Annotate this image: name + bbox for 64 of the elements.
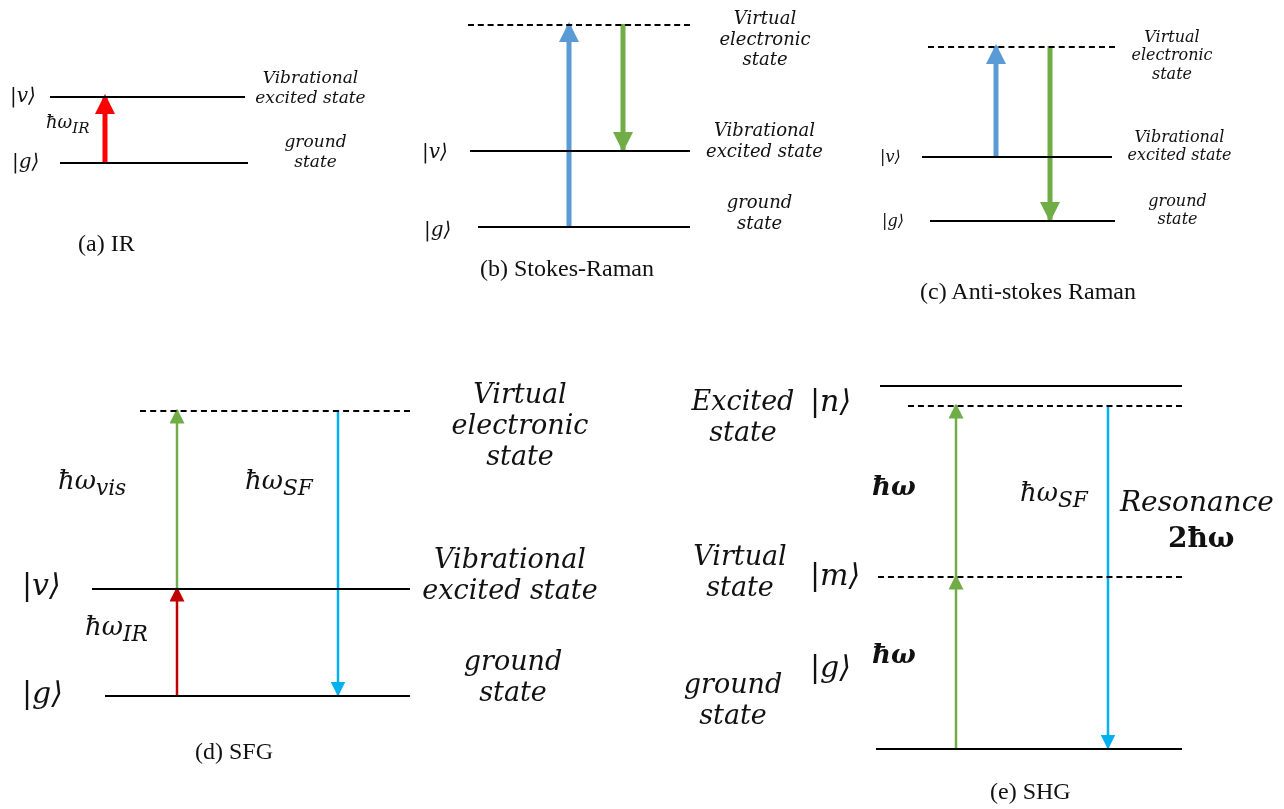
state-ket-label: |g⟩ [882, 212, 904, 231]
state-label: Virtual electronic state [718, 8, 812, 71]
energy-level-line [60, 162, 248, 164]
photon-energy-label: ħω$_{SF}$ [1020, 478, 1088, 514]
state-ket-label: |v⟩ [880, 148, 901, 167]
energy-level-line [92, 588, 410, 590]
transition-arrow [986, 44, 1006, 156]
state-label: Vibrational excited state [1126, 128, 1233, 165]
state-label: Excited state [690, 385, 796, 448]
transition-arrow [330, 410, 346, 697]
state-ket-label: |v⟩ [422, 140, 448, 163]
state-label: Vibrational excited state [705, 120, 824, 162]
panel-caption: (c) Anti-stokes Raman [920, 278, 1136, 306]
state-label: ground state [462, 645, 564, 708]
energy-level-line [478, 226, 690, 228]
state-label: Virtual state [692, 540, 788, 603]
photon-energy-label: ħω [872, 472, 916, 502]
transition-arrow [559, 22, 579, 226]
virtual-level-line [140, 410, 410, 412]
energy-level-line [930, 220, 1115, 222]
state-ket-label: |v⟩ [10, 84, 36, 107]
transition-arrow [948, 574, 964, 748]
state-label: Vibrational excited state [421, 543, 599, 606]
photon-energy-label: ħω [872, 640, 916, 670]
panel-caption: (d) SFG [195, 738, 273, 766]
transition-arrow [95, 94, 115, 162]
energy-level-line [880, 385, 1182, 387]
state-label: ground state [1147, 192, 1208, 229]
state-label: ground state [725, 192, 794, 234]
transition-arrow [1040, 46, 1060, 222]
state-ket-label: |g⟩ [810, 650, 851, 685]
photon-energy-label: ħω$_{SF}$ [245, 466, 313, 502]
virtual-level-line [468, 24, 690, 26]
energy-level-line [50, 96, 245, 98]
state-ket-label: |g⟩ [12, 150, 40, 173]
state-ket-label: |n⟩ [810, 384, 852, 419]
panel-caption: (e) SHG [990, 778, 1071, 806]
transition-arrow [613, 24, 633, 152]
energy-level-line [105, 695, 410, 697]
transition-arrow [948, 403, 964, 576]
state-label: Vibrational excited state [254, 68, 367, 108]
photon-energy-label: ħω$_{IR}$ [85, 612, 148, 648]
transition-arrow [169, 408, 185, 588]
virtual-level-line [878, 576, 1182, 578]
energy-level-line [876, 748, 1182, 750]
photon-energy-label: ħω$_{vis}$ [58, 466, 127, 502]
state-label: ground state [283, 132, 348, 172]
energy-level-line [922, 156, 1112, 158]
panel-caption: (a) IR [78, 230, 135, 258]
annotation-text: Resonance [1120, 486, 1274, 519]
virtual-level-line [908, 405, 1182, 407]
photon-energy-label: ħω$_{IR}$ [46, 112, 90, 137]
transition-arrow [1100, 405, 1116, 750]
energy-level-line [470, 150, 690, 152]
state-ket-label: |g⟩ [22, 676, 63, 711]
state-ket-label: |m⟩ [810, 558, 861, 593]
state-label: Virtual electronic state [1130, 28, 1214, 84]
state-label: ground state [682, 668, 784, 731]
state-label: Virtual electronic state [450, 378, 590, 472]
annotation-text: 2ħω [1168, 522, 1235, 555]
state-ket-label: |g⟩ [424, 218, 452, 241]
virtual-level-line [928, 46, 1115, 48]
state-ket-label: |v⟩ [22, 568, 61, 603]
panel-caption: (b) Stokes-Raman [480, 255, 654, 283]
